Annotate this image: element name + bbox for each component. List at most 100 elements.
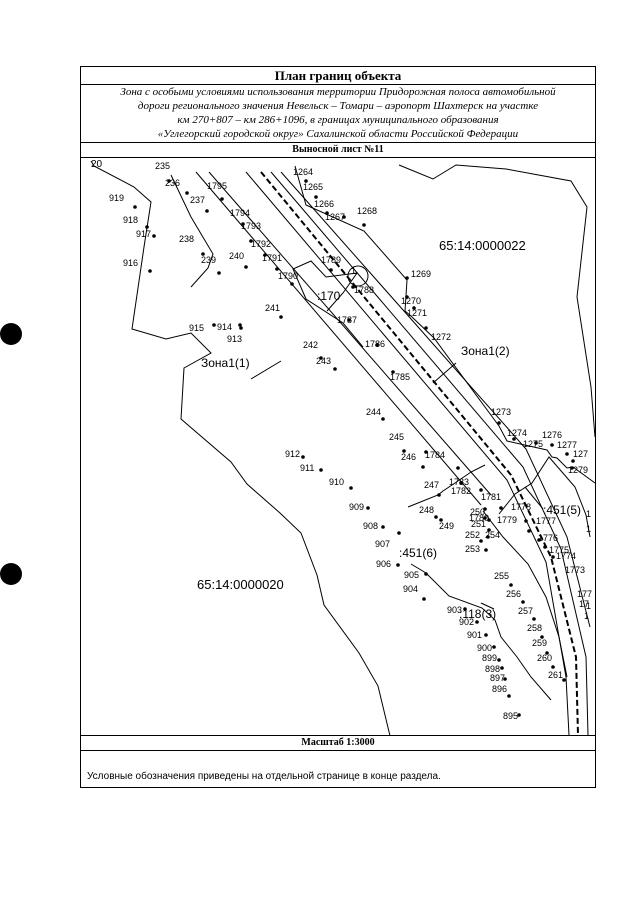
boundary-point-label: 246 — [401, 452, 416, 462]
road-edge-outer-right — [280, 171, 591, 628]
boundary-point-dot — [543, 545, 547, 549]
boundary-point-dot — [301, 455, 305, 459]
road-edge-outer-left — [195, 171, 482, 506]
boundary-point-label: 1795 — [207, 181, 227, 191]
boundary-point-dot — [249, 239, 253, 243]
boundary-point-dot — [402, 449, 406, 453]
boundary-point-dot — [424, 572, 428, 576]
boundary-point-dot — [456, 466, 460, 470]
boundary-point-label: 251 — [471, 519, 486, 529]
boundary-point-label: 252 — [465, 530, 480, 540]
boundary-point-label: 235 — [155, 161, 170, 171]
parcel-170-marker — [347, 265, 369, 287]
boundary-point-label: 908 — [363, 521, 378, 531]
boundary-point-dot — [351, 285, 355, 289]
boundary-point-dot — [422, 597, 426, 601]
boundary-point-dot — [279, 315, 283, 319]
boundary-point-label: 1266 — [314, 199, 334, 209]
boundary-point-label: 902 — [459, 617, 474, 627]
road-axis-dashed — [260, 171, 579, 735]
boundary-point-label: 1268 — [357, 206, 377, 216]
boundary-point-dot — [412, 306, 416, 310]
boundary-point-dot — [537, 538, 541, 542]
boundary-point-label: 906 — [376, 559, 391, 569]
boundary-point-dot — [487, 528, 491, 532]
boundary-point-label: 253 — [465, 544, 480, 554]
boundary-point-dot — [329, 268, 333, 272]
boundary-point-label: 1271 — [407, 308, 427, 318]
boundary-point-dot — [540, 635, 544, 639]
boundary-point-dot — [349, 486, 353, 490]
parcel-label-118-3: :118(3) — [459, 607, 496, 621]
zone-1-2-leader — [432, 362, 457, 384]
boundary-point-dot — [484, 548, 488, 552]
boundary-point-label: 260 — [537, 653, 552, 663]
boundary-point-label: 250 — [470, 507, 485, 517]
boundary-point-label: 245 — [389, 432, 404, 442]
boundary-point-dot — [375, 343, 379, 347]
boundary-point-label: 912 — [285, 449, 300, 459]
boundary-point-label: 919 — [109, 193, 124, 203]
boundary-point-dot — [304, 179, 308, 183]
road-edge-right — [245, 171, 570, 735]
punch-hole-bottom — [0, 563, 22, 585]
boundary-point-label: 904 — [403, 584, 418, 594]
plan-title: План границ объекта — [81, 67, 595, 85]
boundary-point-dot — [133, 205, 137, 209]
corner-label: 20 — [91, 159, 103, 170]
boundary-point-label: 1778 — [511, 502, 531, 512]
zone-label-1-2: Зона1(2) — [461, 344, 510, 358]
boundary-point-dot — [314, 195, 318, 199]
boundary-point-dot — [241, 222, 245, 226]
boundary-point-dot — [562, 678, 566, 682]
boundary-point-label: 1273 — [491, 407, 511, 417]
boundary-point-dot — [503, 677, 507, 681]
boundary-point-dot — [362, 223, 366, 227]
boundary-point-dot — [497, 658, 501, 662]
area-22-boundary — [398, 164, 595, 438]
boundary-point-dot — [509, 583, 513, 587]
boundary-point-label: 248 — [419, 505, 434, 515]
boundary-point-dot — [239, 326, 243, 330]
boundary-point-label: 1794 — [230, 208, 250, 218]
boundary-point-dot — [319, 468, 323, 472]
boundary-point-label: 257 — [518, 606, 533, 616]
boundary-point-label: 177 — [577, 589, 592, 599]
zone-1-1-boundary — [90, 160, 391, 735]
boundary-point-label: 1777 — [536, 516, 556, 526]
boundary-point-label: 1789 — [321, 255, 341, 265]
zone-1-1-leader — [250, 360, 282, 380]
boundary-point-dot — [463, 607, 467, 611]
area-label-22: 65:14:0000022 — [439, 238, 526, 253]
boundary-point-label: 236 — [165, 178, 180, 188]
parcel-451-6-boundary — [407, 464, 486, 508]
boundary-point-dot — [484, 633, 488, 637]
boundary-point-dot — [145, 225, 149, 229]
boundary-point-dot — [319, 356, 323, 360]
boundary-point-dot — [342, 215, 346, 219]
parcel-label-451-6: :451(6) — [399, 546, 437, 560]
boundary-point-label: 1781 — [481, 492, 501, 502]
boundary-point-label: 259 — [532, 638, 547, 648]
boundary-point-label: 1785 — [390, 372, 410, 382]
boundary-point-dot — [479, 539, 483, 543]
boundary-point-label: 254 — [485, 530, 500, 540]
parcel-118-boundary — [410, 563, 552, 701]
boundary-point-dot — [532, 617, 536, 621]
boundary-point-label: 256 — [506, 589, 521, 599]
boundary-point-label: 915 — [189, 323, 204, 333]
boundary-point-label: 1265 — [303, 182, 323, 192]
boundary-point-label: 1269 — [411, 269, 431, 279]
boundary-point-label: 1783 — [449, 477, 469, 487]
zone-1-1-edge — [170, 174, 214, 288]
boundary-point-label: 905 — [404, 570, 419, 580]
boundary-point-dot — [405, 276, 409, 280]
boundary-point-dot — [185, 191, 189, 195]
boundary-point-dot — [397, 531, 401, 535]
boundary-point-dot — [152, 234, 156, 238]
boundary-point-label: 1270 — [401, 296, 421, 306]
boundary-point-label: 895 — [503, 711, 518, 721]
boundary-point-dot — [551, 665, 555, 669]
boundary-point-dot — [396, 563, 400, 567]
